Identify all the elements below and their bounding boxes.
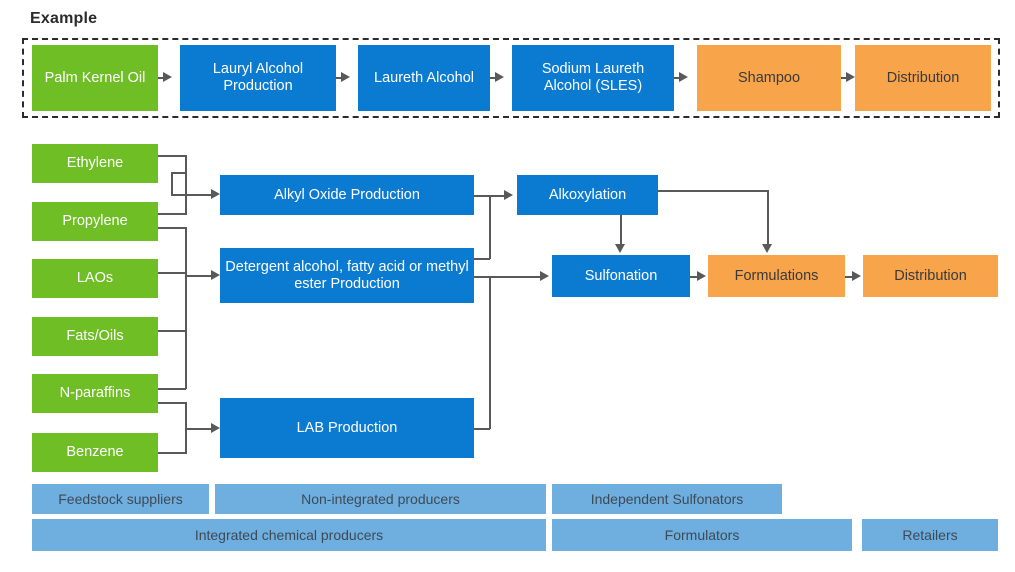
conn-detergent-riser-alkoxylation (489, 195, 491, 259)
arrow-to-alkyl-oxide (211, 189, 220, 199)
example-node-shampoo[interactable]: Shampoo (697, 45, 841, 111)
arrow-line-example-3 (490, 77, 498, 79)
conn-lab-riser (489, 276, 491, 429)
conn-benzene-stub (158, 452, 186, 454)
feedstock-benzene[interactable]: Benzene (32, 433, 158, 472)
legend-retailers[interactable]: Retailers (862, 519, 998, 551)
arrow-down-formulations (762, 244, 772, 253)
page-title: Example (30, 10, 98, 27)
conn-bus-alkyl-oxide (185, 155, 187, 215)
arrow-line-example-2 (336, 77, 344, 79)
conn-formulations-to-distribution (845, 276, 855, 278)
conn-sulfonation-to-formulations (690, 276, 700, 278)
conn-lab-out-stub (474, 428, 490, 430)
arrow-to-lab (211, 423, 220, 433)
arrow-to-sulfonation (540, 271, 549, 281)
legend-independent-sulfonators[interactable]: Independent Sulfonators (552, 484, 782, 514)
arrow-down-sulfonation (615, 244, 625, 253)
legend-formulators[interactable]: Formulators (552, 519, 852, 551)
conn-laos-stub (158, 272, 186, 274)
arrow-example-4 (679, 72, 688, 82)
arrow-example-1 (163, 72, 172, 82)
arrow-to-detergent (211, 270, 220, 280)
conn-alkyl-oxide-feed (171, 194, 213, 196)
example-node-lauryl-alcohol-production[interactable]: Lauryl Alcohol Production (180, 45, 336, 111)
downstream-sulfonation[interactable]: Sulfonation (552, 255, 690, 297)
feedstock-laos[interactable]: LAOs (32, 259, 158, 298)
arrow-sulfonation-formulations (697, 271, 706, 281)
conn-ethylene-stub (158, 155, 186, 157)
feedstock-propylene[interactable]: Propylene (32, 202, 158, 241)
arrow-example-2 (341, 72, 350, 82)
example-node-distribution[interactable]: Distribution (855, 45, 991, 111)
legend-non-integrated-producers[interactable]: Non-integrated producers (215, 484, 546, 514)
feedstock-n-paraffins[interactable]: N-paraffins (32, 374, 158, 413)
process-detergent-alcohol-production[interactable]: Detergent alcohol, fatty acid or methyl … (220, 248, 474, 303)
conn-formulations-dropper (767, 190, 769, 246)
arrow-to-alkoxylation (504, 190, 513, 200)
arrow-example-5 (846, 72, 855, 82)
conn-fats-oils-stub (158, 330, 186, 332)
conn-lab-feed (185, 428, 213, 430)
arrow-line-example-5 (841, 77, 849, 79)
example-node-laureth-alcohol[interactable]: Laureth Alcohol (358, 45, 490, 111)
legend-feedstock-suppliers[interactable]: Feedstock suppliers (32, 484, 209, 514)
legend-integrated-chemical-producers[interactable]: Integrated chemical producers (32, 519, 546, 551)
conn-alkoxylation-to-formulations (658, 190, 769, 192)
conn-n-paraffins-lab-stub (158, 402, 186, 404)
downstream-distribution[interactable]: Distribution (863, 255, 998, 297)
feedstock-ethylene[interactable]: Ethylene (32, 144, 158, 183)
conn-alkyl-oxide-tap (172, 172, 186, 174)
arrow-line-example-4 (674, 77, 682, 79)
feedstock-fats-oils[interactable]: Fats/Oils (32, 317, 158, 356)
conn-alkoxylation-to-sulfonation (620, 215, 622, 246)
conn-propylene-second-stub (158, 227, 186, 229)
example-node-palm-kernel-oil[interactable]: Palm Kernel Oil (32, 45, 158, 111)
conn-detergent-top-stub (474, 258, 490, 260)
arrow-formulations-distribution (852, 271, 861, 281)
conn-bus-detergent (185, 227, 187, 389)
conn-propylene-stub (158, 213, 186, 215)
downstream-formulations[interactable]: Formulations (708, 255, 845, 297)
downstream-alkoxylation[interactable]: Alkoxylation (517, 175, 658, 215)
conn-detergent-feed (185, 275, 213, 277)
conn-n-paraffins-stub (158, 388, 186, 390)
process-alkyl-oxide-production[interactable]: Alkyl Oxide Production (220, 175, 474, 215)
arrow-line-example-1 (158, 77, 166, 79)
conn-alkyl-oxide-riser (171, 172, 173, 196)
example-node-sodium-laureth-alcohol[interactable]: Sodium Laureth Alcohol (SLES) (512, 45, 674, 111)
process-lab-production[interactable]: LAB Production (220, 398, 474, 458)
conn-detergent-to-sulfonation (474, 276, 544, 278)
arrow-example-3 (495, 72, 504, 82)
